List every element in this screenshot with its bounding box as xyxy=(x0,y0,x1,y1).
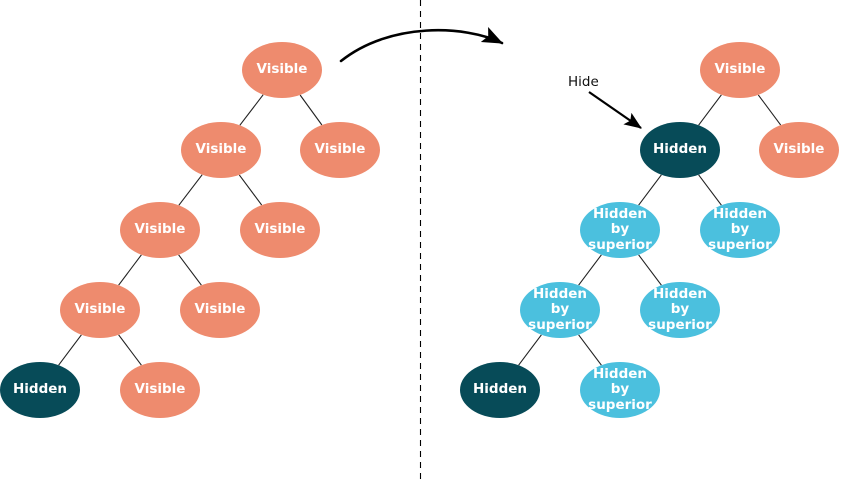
tree-node-visible[interactable]: Visible xyxy=(242,42,322,98)
tree-node-label: Hidden xyxy=(472,381,528,398)
tree-node-hidden[interactable]: Hidden xyxy=(460,362,540,418)
hide-annotation-arrow xyxy=(588,91,642,129)
tree-edge xyxy=(118,254,142,286)
tree-node-visible[interactable]: Visible xyxy=(700,42,780,98)
tree-node-label: Visible xyxy=(134,221,186,238)
tree-node-hidden[interactable]: Hidden xyxy=(640,122,720,178)
tree-edge xyxy=(698,94,722,126)
tree-node-label: Hidden by superior xyxy=(588,205,652,253)
tree-node-hidden-by-superior[interactable]: Hidden by superior xyxy=(640,282,720,338)
tree-edge xyxy=(578,334,602,366)
tree-node-hidden-by-superior[interactable]: Hidden by superior xyxy=(580,202,660,258)
tree-node-hidden[interactable]: Hidden xyxy=(0,362,80,418)
tree-node-label: Visible xyxy=(254,221,306,238)
tree-node-label: Visible xyxy=(195,141,247,158)
tree-node-visible[interactable]: Visible xyxy=(759,122,839,178)
tree-node-label: Hidden by superior xyxy=(708,205,772,253)
tree-node-label: Hidden by superior xyxy=(648,285,712,333)
tree-node-label: Hidden xyxy=(652,141,708,158)
tree-node-label: Visible xyxy=(773,141,825,158)
tree-node-label: Visible xyxy=(194,301,246,318)
tree-edge xyxy=(178,254,202,286)
tree-node-label: Visible xyxy=(74,301,126,318)
tree-edge xyxy=(238,174,263,206)
transform-curved-arrow xyxy=(339,26,504,63)
tree-node-label: Hidden by superior xyxy=(528,285,592,333)
tree-node-visible[interactable]: Visible xyxy=(180,282,260,338)
tree-edge xyxy=(178,174,203,206)
tree-node-label: Hidden by superior xyxy=(588,365,652,413)
tree-node-label: Visible xyxy=(256,61,308,78)
tree-node-hidden-by-superior[interactable]: Hidden by superior xyxy=(520,282,600,338)
tree-edge xyxy=(638,254,662,286)
tree-edge xyxy=(299,94,323,126)
tree-node-hidden-by-superior[interactable]: Hidden by superior xyxy=(700,202,780,258)
tree-node-visible[interactable]: Visible xyxy=(60,282,140,338)
tree-edge xyxy=(239,94,264,126)
tree-node-visible[interactable]: Visible xyxy=(240,202,320,258)
tree-edge xyxy=(58,334,82,366)
tree-edge xyxy=(118,334,142,366)
tree-edge xyxy=(757,94,782,126)
tree-node-label: Visible xyxy=(314,141,366,158)
tree-edge xyxy=(518,334,542,366)
tree-edge xyxy=(698,174,722,206)
tree-node-visible[interactable]: Visible xyxy=(181,122,261,178)
tree-edge xyxy=(638,174,662,206)
tree-node-visible[interactable]: Visible xyxy=(120,362,200,418)
tree-node-label: Hidden xyxy=(12,381,68,398)
tree-node-label: Visible xyxy=(714,61,766,78)
tree-node-hidden-by-superior[interactable]: Hidden by superior xyxy=(580,362,660,418)
tree-node-label: Visible xyxy=(134,381,186,398)
hide-annotation-label: Hide xyxy=(568,74,599,90)
tree-edge xyxy=(578,254,602,286)
tree-node-visible[interactable]: Visible xyxy=(300,122,380,178)
tree-node-visible[interactable]: Visible xyxy=(120,202,200,258)
